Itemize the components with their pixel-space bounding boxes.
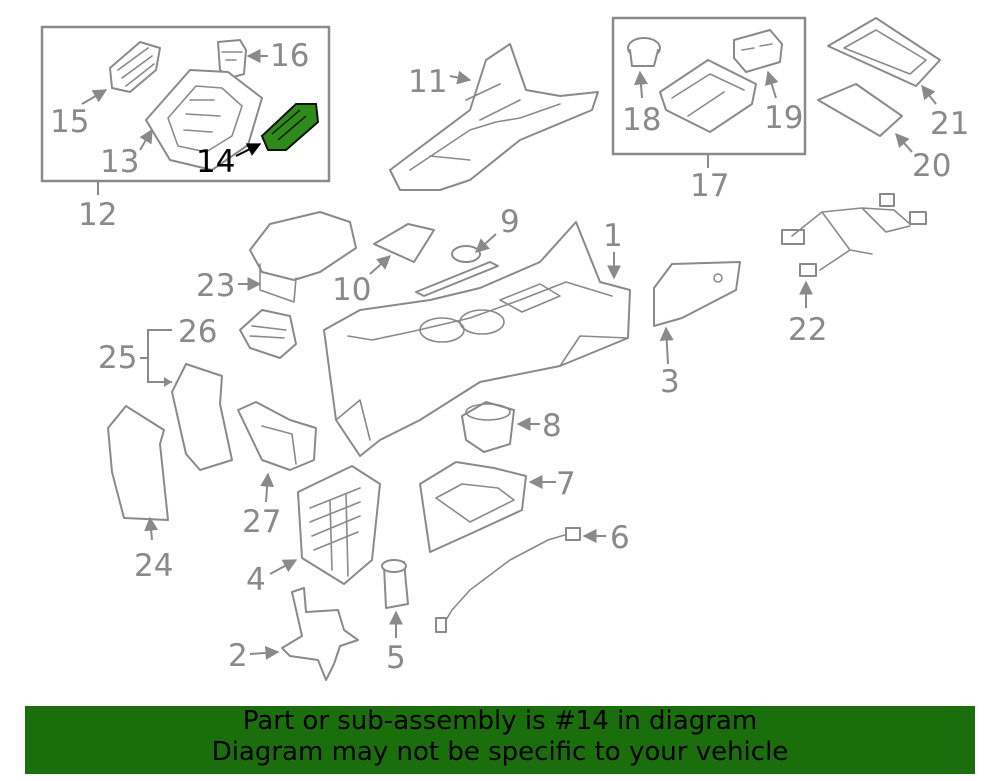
info-banner: Part or sub-assembly is #14 in diagram D… (25, 706, 975, 774)
label-25: 25 (98, 340, 137, 376)
label-18: 18 (622, 102, 661, 138)
part-6 (435, 527, 581, 633)
part-19 (733, 29, 783, 73)
label-6: 6 (610, 520, 630, 556)
part-17-tray (659, 59, 757, 133)
label-27: 27 (242, 504, 281, 540)
part-23 (249, 211, 357, 303)
label-3: 3 (660, 364, 680, 400)
part-20 (817, 83, 903, 137)
part-25 (171, 363, 233, 471)
label-9: 9 (500, 204, 520, 240)
label-12: 12 (78, 197, 117, 233)
banner-line-2: Diagram may not be specific to your vehi… (211, 737, 789, 767)
part-18 (627, 37, 661, 67)
label-2: 2 (228, 638, 248, 674)
label-5: 5 (386, 640, 406, 676)
label-15: 15 (50, 104, 89, 140)
part-11 (389, 43, 599, 191)
part-1 (323, 221, 631, 457)
part-4 (297, 465, 381, 585)
label-23: 23 (196, 268, 235, 304)
label-21: 21 (930, 106, 969, 142)
label-13: 13 (100, 144, 139, 180)
part-13 (145, 69, 263, 171)
banner-line-1: Part or sub-assembly is #14 in diagram (242, 706, 758, 736)
part-8 (461, 401, 515, 453)
label-4: 4 (246, 562, 266, 598)
part-2 (281, 587, 359, 681)
label-1: 1 (603, 218, 623, 254)
part-3 (653, 261, 741, 327)
label-17: 17 (690, 168, 729, 204)
part-21 (827, 17, 941, 87)
part-27 (237, 401, 317, 471)
part-5 (381, 559, 409, 609)
label-10: 10 (332, 272, 371, 308)
label-8: 8 (542, 408, 562, 444)
label-24: 24 (134, 548, 173, 584)
label-11: 11 (408, 64, 447, 100)
part-10 (373, 223, 435, 263)
parts-diagram: 12 15 16 13 14 11 17 18 (40, 16, 969, 681)
part-24 (107, 405, 169, 521)
part-9 (415, 245, 499, 297)
group-12-box (40, 25, 331, 183)
label-7: 7 (556, 466, 576, 502)
label-14: 14 (196, 144, 235, 180)
part-22 (781, 193, 927, 277)
label-26: 26 (178, 314, 217, 350)
part-15 (109, 41, 161, 93)
part-26 (239, 309, 297, 359)
part-7 (419, 461, 527, 553)
label-20: 20 (912, 148, 951, 184)
part-14-highlighted (260, 103, 320, 151)
label-22: 22 (788, 312, 827, 348)
part-16 (217, 39, 247, 79)
label-16: 16 (270, 38, 309, 74)
label-19: 19 (764, 100, 803, 136)
